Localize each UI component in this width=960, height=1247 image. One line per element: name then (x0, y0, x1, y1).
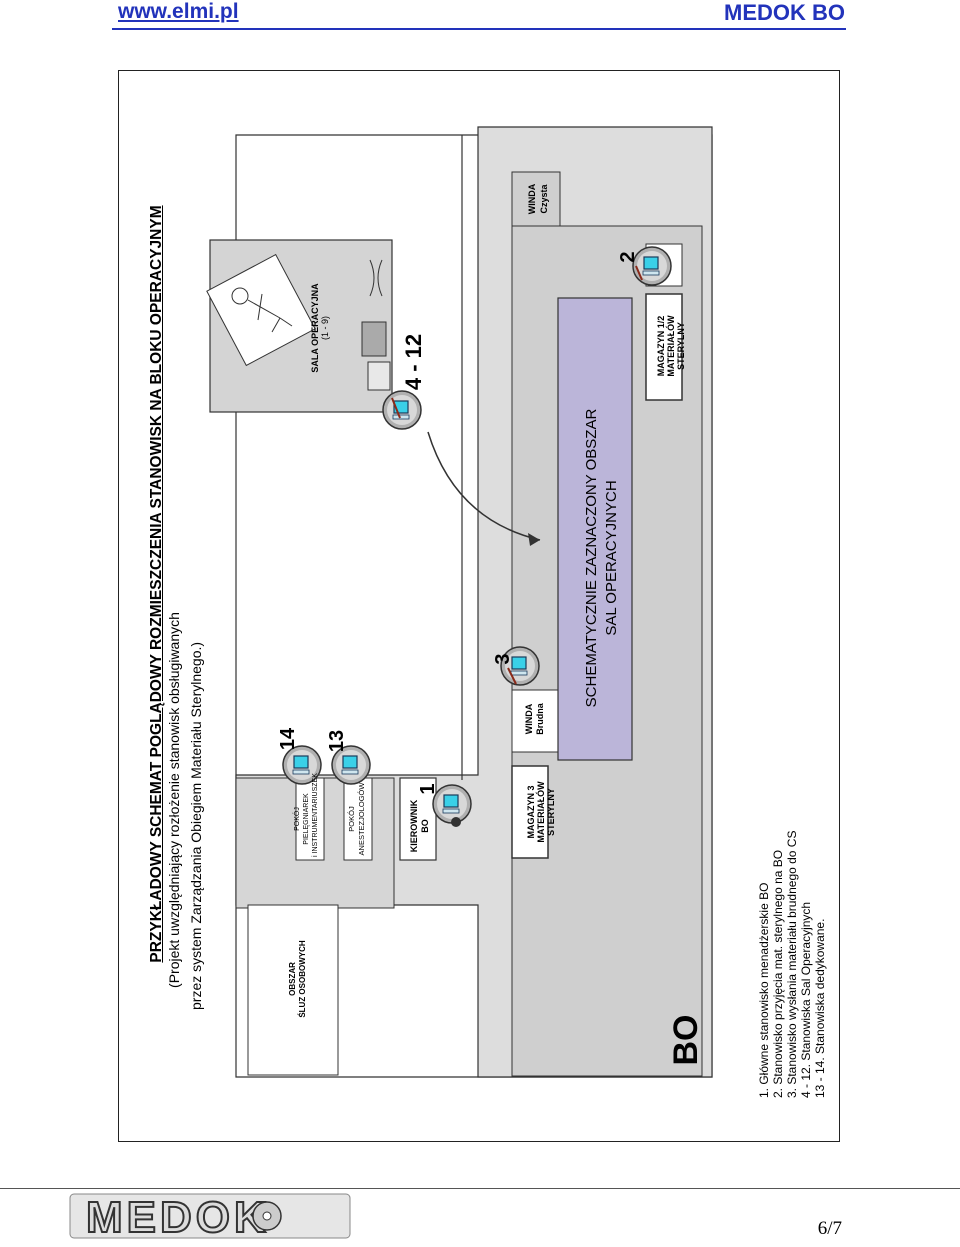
room-magazyn12 (645, 293, 683, 401)
station-13-label: 13 (326, 729, 348, 753)
flow-arrow (427, 431, 541, 541)
winda-czysta-label-1: WINDA (527, 183, 537, 215)
winda-czysta-label-2: Czysta (539, 184, 549, 214)
equipment-box (361, 321, 387, 357)
operating-table (206, 253, 316, 367)
diagram-subtitle-2: przez system Zarządzania Obiegiem Materi… (188, 641, 204, 1010)
bo-label: BO (667, 1014, 705, 1066)
magazyn3-label-3: STERYLNY (546, 788, 556, 836)
anest-label-2: ANESTEZJOLOGÓW (357, 782, 366, 856)
room-magazyn3 (511, 765, 549, 859)
medok-logo: MEDOK (62, 1190, 362, 1243)
legend-item-5: 13 - 14. Stanowiska dedykowane. (813, 918, 827, 1098)
room-kierownik (399, 777, 437, 861)
magazyn12-label-3: STERYLNY (676, 322, 686, 370)
central-or-area (557, 297, 633, 761)
sluz-label-2: ŚLUZ OSOBOWYCH (298, 940, 307, 1018)
central-label-1: SCHEMATYCZNIE ZAZNACZONY OBSZAR (583, 408, 600, 708)
room-winda-brudna (511, 689, 559, 753)
station-4-12-label: 4 - 12 (401, 333, 426, 391)
central-label-2: SAL OPERACYJNYCH (603, 480, 620, 636)
diagram-subtitle-1: (Projekt uwzględniający rozłożenie stano… (166, 612, 182, 988)
room-winda-czysta (511, 171, 561, 227)
winda-brudna-label-2: Brudna (535, 703, 545, 735)
station-14-label: 14 (277, 727, 299, 751)
site-link[interactable]: www.elmi.pl (118, 0, 239, 23)
room-sluz (247, 904, 339, 1076)
station-2-label: 2 (617, 251, 639, 263)
sala-label-2: (1 - 9) (320, 316, 330, 341)
anest-label-1: POKÓJ (347, 806, 356, 832)
piel-label-3: i INSTRUMENTARIUSZEK (312, 773, 319, 857)
header-rule (112, 28, 846, 30)
station-1-label: 1 (417, 783, 439, 795)
page-number: 6/7 (817, 1218, 842, 1239)
document-title: MEDOK BO (724, 0, 845, 25)
station-3-label: 3 (492, 653, 514, 665)
footer-rule (0, 1188, 960, 1189)
logo-text: MEDOK (86, 1193, 270, 1242)
diagram-frame (118, 70, 840, 1142)
